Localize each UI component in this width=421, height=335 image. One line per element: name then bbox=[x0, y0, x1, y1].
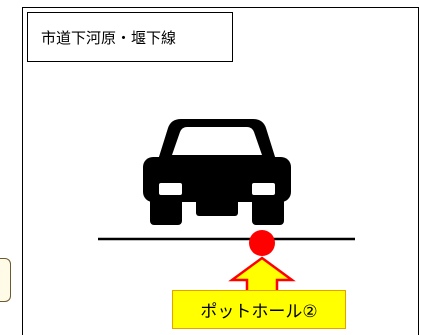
left-callout-edge bbox=[0, 258, 11, 302]
pothole-label: ポットホール② bbox=[200, 302, 318, 322]
pothole-marker bbox=[249, 230, 275, 256]
pothole-label-box: ポットホール② bbox=[172, 290, 346, 329]
up-arrow-icon bbox=[228, 256, 296, 294]
route-title-box: 市道下河原・堰下線 bbox=[27, 12, 233, 62]
car-front-icon bbox=[143, 119, 291, 225]
route-title: 市道下河原・堰下線 bbox=[41, 28, 177, 47]
